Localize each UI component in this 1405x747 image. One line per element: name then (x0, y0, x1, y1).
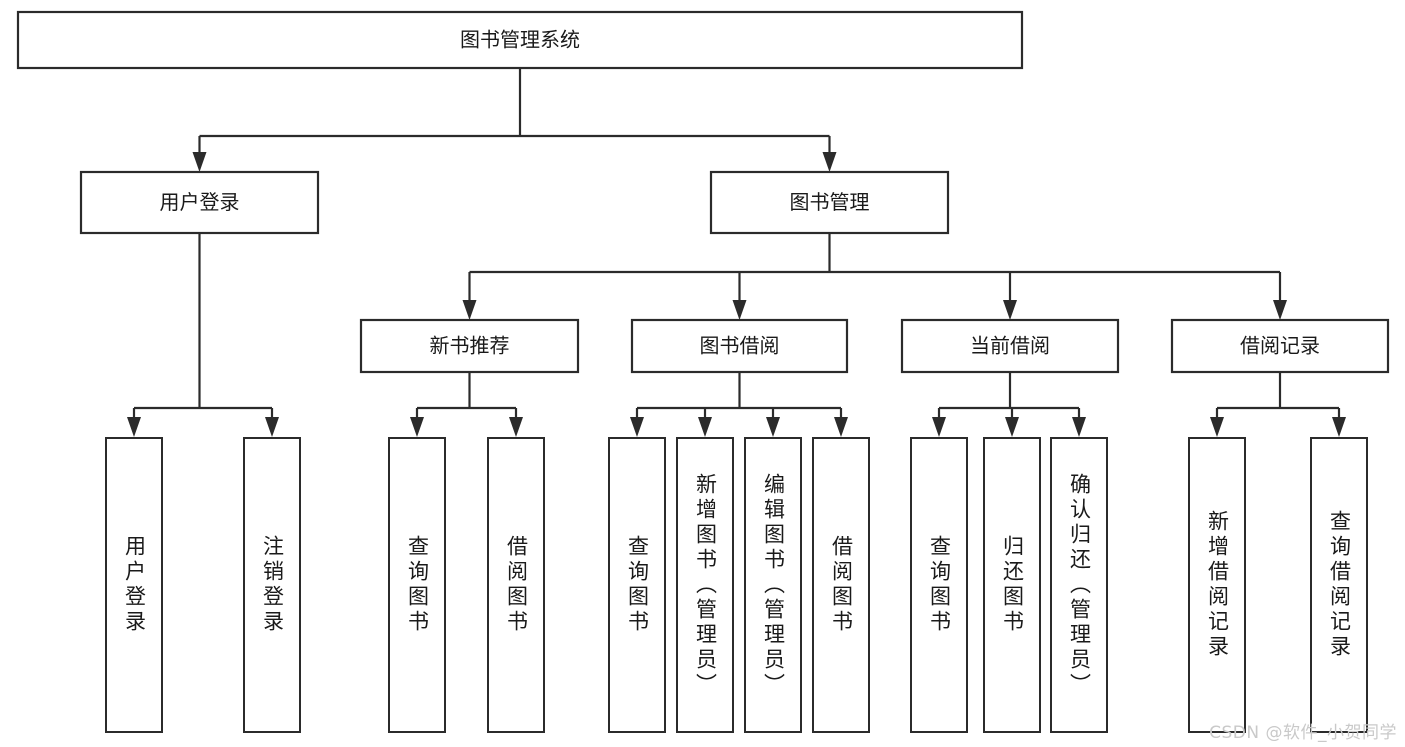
arrow-down-icon (192, 152, 207, 172)
leaf-node-5[interactable]: 新增图书（管理员） (676, 437, 734, 733)
node-box (900, 318, 1120, 374)
node-box (16, 10, 1024, 70)
arrow-down-icon (1072, 417, 1086, 437)
leaf-node-label: 注销登录 (260, 535, 285, 635)
leaf-node-label: 新增图书（管理员） (693, 472, 718, 698)
node-box (359, 318, 580, 374)
arrow-down-icon (1003, 300, 1017, 320)
arrow-down-icon (265, 417, 279, 437)
leaf-node-9[interactable]: 归还图书 (983, 437, 1041, 733)
leaf-node-label: 编辑图书（管理员） (761, 472, 786, 698)
node-label: 当前借阅 (970, 334, 1050, 358)
node-level2-0[interactable]: 用户登录 (79, 170, 320, 235)
node-level3-2[interactable]: 当前借阅 (900, 318, 1120, 374)
arrow-down-icon (732, 300, 747, 320)
node-level2-1[interactable]: 图书管理 (709, 170, 950, 235)
leaf-node-label: 查询图书 (927, 535, 952, 635)
leaf-node-10[interactable]: 确认归还（管理员） (1050, 437, 1108, 733)
leaf-node-7[interactable]: 借阅图书 (812, 437, 870, 733)
leaf-node-label: 借阅图书 (504, 535, 529, 635)
arrow-down-icon (766, 417, 780, 437)
leaf-node-8[interactable]: 查询图书 (910, 437, 968, 733)
node-label: 图书借阅 (700, 334, 780, 358)
arrow-down-icon (834, 417, 848, 437)
leaf-node-label: 查询图书 (405, 535, 430, 635)
node-label: 新书推荐 (430, 334, 510, 358)
arrow-down-icon (1273, 300, 1287, 320)
leaf-node-11[interactable]: 新增借阅记录 (1188, 437, 1246, 733)
node-level3-1[interactable]: 图书借阅 (630, 318, 849, 374)
node-box (1170, 318, 1390, 374)
leaf-node-label: 查询图书 (625, 535, 650, 635)
arrow-down-icon (127, 417, 141, 437)
arrow-down-icon (1210, 417, 1224, 437)
arrow-down-icon (698, 417, 712, 437)
node-box (79, 170, 320, 235)
arrow-down-icon (932, 417, 946, 437)
node-label: 借阅记录 (1240, 334, 1320, 358)
arrow-down-icon (1005, 417, 1019, 437)
leaf-node-label: 查询借阅记录 (1327, 510, 1352, 660)
leaf-node-1[interactable]: 注销登录 (243, 437, 301, 733)
node-box (630, 318, 849, 374)
leaf-node-label: 新增借阅记录 (1205, 510, 1230, 660)
arrow-down-icon (509, 417, 523, 437)
arrow-down-icon (410, 417, 424, 437)
arrow-down-icon (1332, 417, 1346, 437)
leaf-node-label: 确认归还（管理员） (1067, 472, 1092, 698)
leaf-node-0[interactable]: 用户登录 (105, 437, 163, 733)
arrow-down-icon (462, 300, 477, 320)
leaf-node-4[interactable]: 查询图书 (608, 437, 666, 733)
node-label: 用户登录 (160, 190, 240, 214)
node-root[interactable]: 图书管理系统 (16, 10, 1024, 70)
node-label: 图书管理系统 (460, 28, 580, 52)
arrow-down-icon (630, 417, 644, 437)
arrow-down-icon (822, 152, 837, 172)
node-label: 图书管理 (790, 190, 870, 214)
leaf-node-6[interactable]: 编辑图书（管理员） (744, 437, 802, 733)
leaf-node-label: 归还图书 (1000, 535, 1025, 635)
node-level3-3[interactable]: 借阅记录 (1170, 318, 1390, 374)
connectors-layer (127, 68, 1346, 437)
leaf-node-3[interactable]: 借阅图书 (487, 437, 545, 733)
csdn-watermark: CSDN @软件_小贺同学 (1209, 723, 1397, 743)
leaf-node-label: 用户登录 (122, 535, 147, 635)
leaf-node-2[interactable]: 查询图书 (388, 437, 446, 733)
leaf-node-label: 借阅图书 (829, 535, 854, 635)
node-box (709, 170, 950, 235)
node-level3-0[interactable]: 新书推荐 (359, 318, 580, 374)
leaf-node-12[interactable]: 查询借阅记录 (1310, 437, 1368, 733)
